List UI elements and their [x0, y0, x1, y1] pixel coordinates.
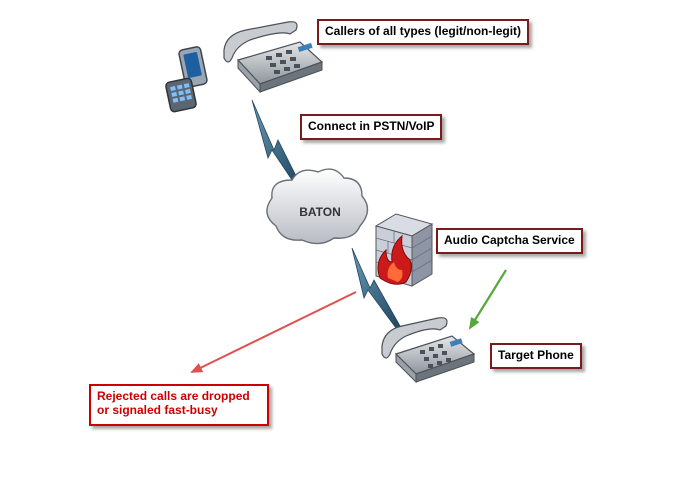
target-phone-icon — [381, 317, 476, 384]
cell-phone-icon — [165, 46, 208, 113]
captcha-arrow — [468, 269, 507, 330]
rejected-label: Rejected calls are dropped or signaled f… — [89, 384, 269, 426]
cloud-icon: BATON — [266, 168, 369, 245]
target-label-text: Target Phone — [498, 348, 574, 362]
rejected-label-line1: Rejected calls are dropped — [97, 389, 250, 403]
cloud-label: BATON — [299, 205, 341, 219]
captcha-label-text: Audio Captcha Service — [444, 233, 575, 247]
connect-label-text: Connect in PSTN/VoIP — [308, 119, 435, 133]
target-label: Target Phone — [490, 343, 582, 369]
desk-phone-icon — [223, 21, 324, 94]
captcha-label: Audio Captcha Service — [436, 228, 583, 254]
firewall-icon — [374, 213, 434, 287]
reject-arrow — [190, 291, 357, 373]
callers-label: Callers of all types (legit/non-legit) — [317, 19, 530, 45]
connect-label: Connect in PSTN/VoIP — [300, 114, 443, 140]
connection-bolt-top — [251, 99, 301, 187]
callers-label-text: Callers of all types (legit/non-legit) — [325, 24, 522, 38]
rejected-label-line2: or signaled fast-busy — [97, 403, 218, 417]
